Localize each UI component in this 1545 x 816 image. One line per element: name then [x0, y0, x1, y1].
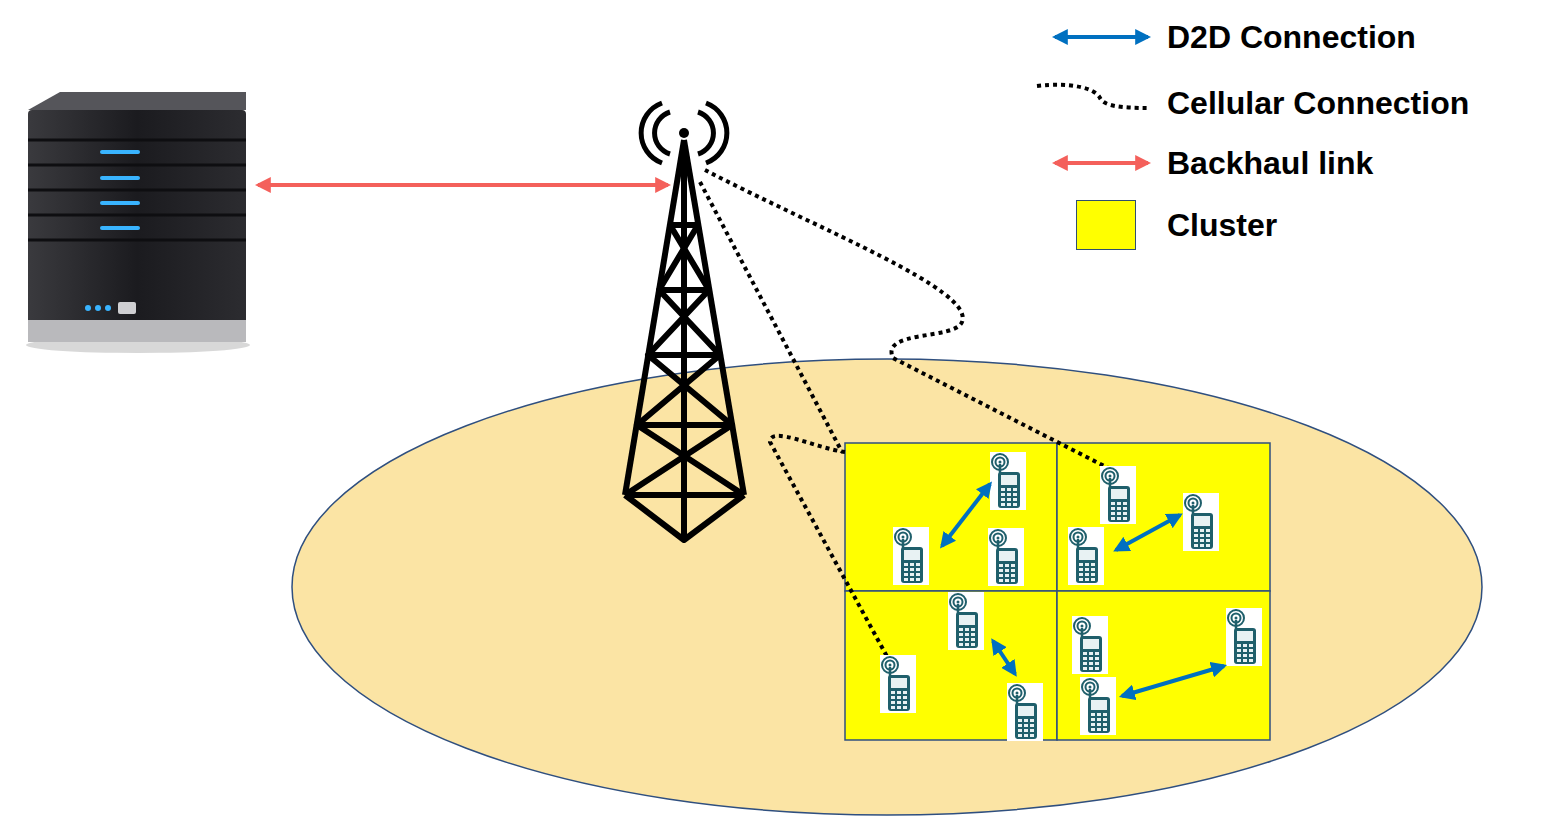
legend-swatch [1076, 200, 1136, 250]
base-station-tower [625, 103, 744, 540]
cluster-grid [845, 443, 1270, 740]
legend-samples [1037, 37, 1150, 163]
legend-label: Cellular Connection [1167, 83, 1469, 123]
coverage-area [292, 359, 1482, 815]
phone-icons [880, 452, 1262, 741]
d2d-arrows [942, 484, 1224, 696]
backhaul-arrow [258, 183, 668, 187]
server-icon [26, 92, 250, 353]
legend-label: Cluster [1167, 205, 1277, 245]
legend-label: Backhaul link [1167, 143, 1373, 183]
legend-label: D2D Connection [1167, 17, 1416, 57]
cellular-connections [700, 170, 1112, 662]
